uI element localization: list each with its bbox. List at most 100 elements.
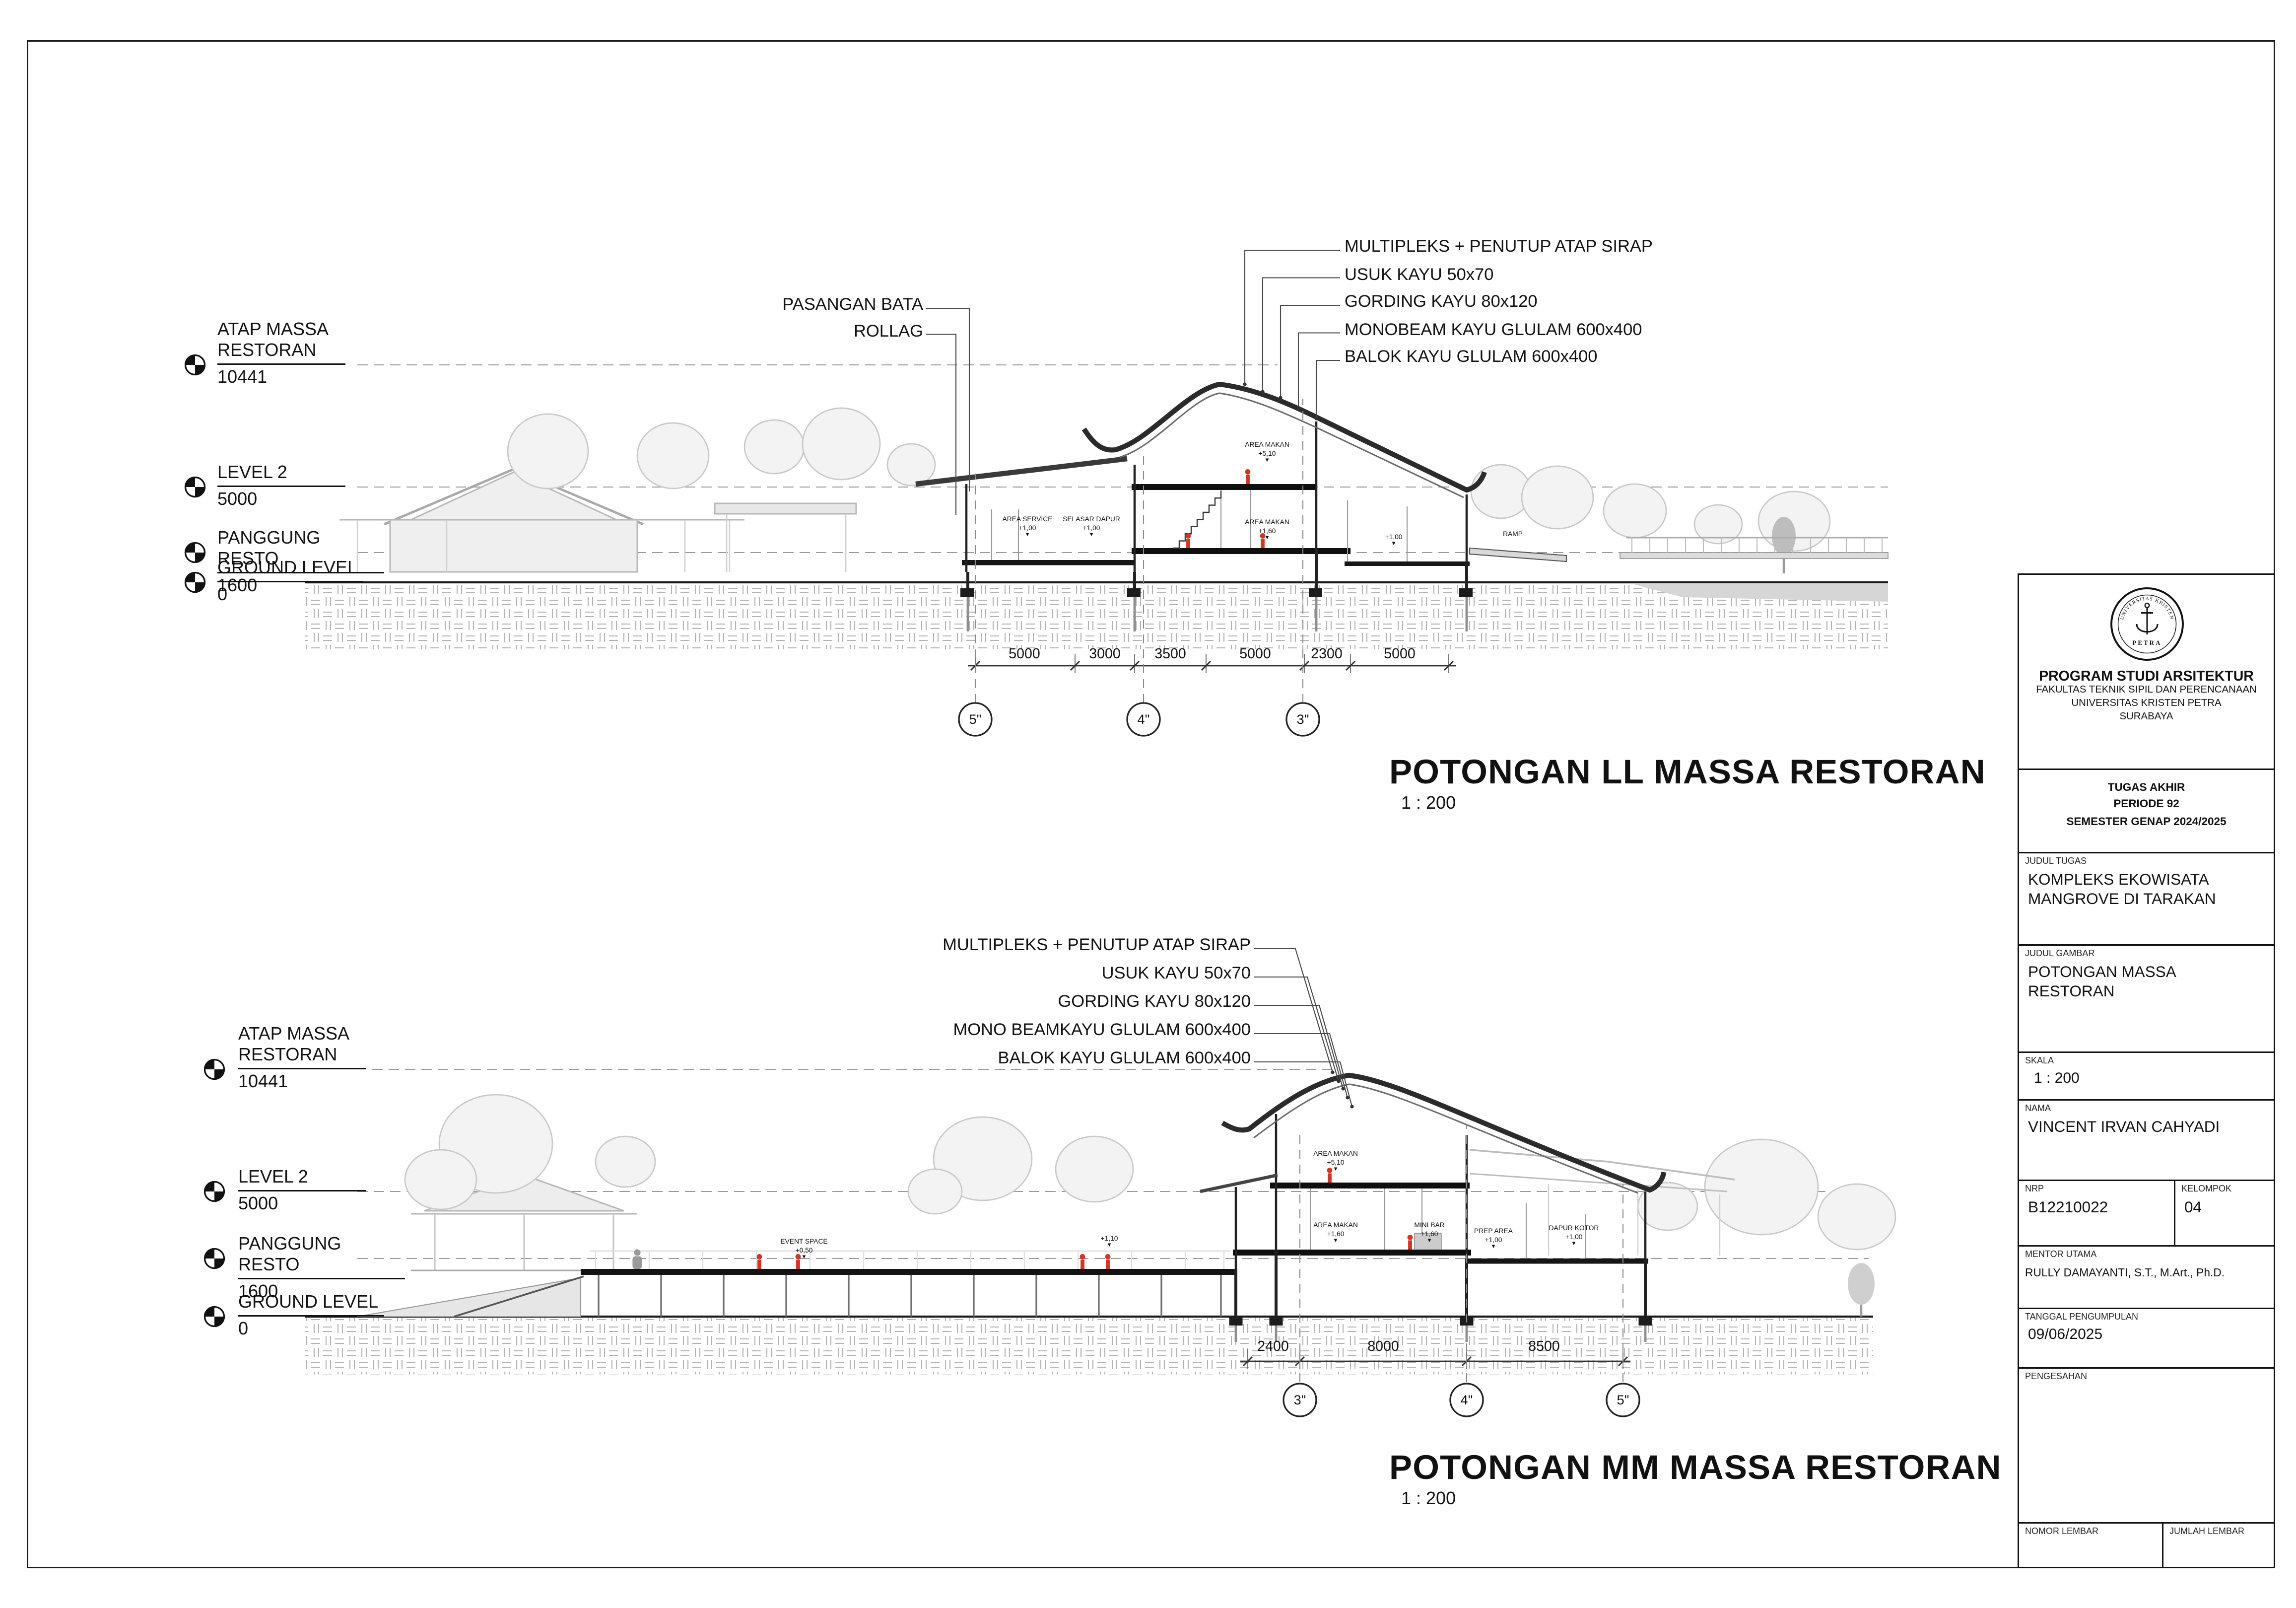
elevation-marker-icon <box>1059 533 1124 539</box>
elevation-marker-icon <box>1303 1168 1368 1173</box>
dimension-value: 5000 <box>1239 646 1271 663</box>
room-name: AREA SERVICE <box>1002 515 1053 523</box>
level-label: PANGGUNG RESTO <box>217 528 384 573</box>
drawing-title: POTONGAN MASSA RESTORAN <box>2028 963 2175 1001</box>
room-elevation: +1,60 <box>1258 527 1276 535</box>
ground-hatch <box>305 583 1888 649</box>
level-marker-panggung: PANGGUNG RESTO 1600 <box>238 1234 405 1302</box>
jumlah-lembar-cell: JUMLAH LEMBAR <box>2162 1524 2274 1567</box>
elevation-marker-icon <box>1461 1245 1526 1251</box>
project-title: KOMPLEKS EKOWISATA MANGROVE DI TARAKAN <box>2028 870 2216 909</box>
university-name: UNIVERSITAS KRISTEN PETRA <box>2071 698 2222 709</box>
titleblock-institution: UNIVERSITAS KRISTEN PETRA PROGRAM STUDI … <box>2019 575 2274 770</box>
room-label: SELASAR DAPUR +1,00 <box>1059 515 1124 539</box>
room-label: MINI BAR +1,60 <box>1397 1221 1462 1245</box>
level-marker-atap: ATAP MASSA RESTORAN 10441 <box>217 319 345 388</box>
scale-value: 1 : 200 <box>2034 1070 2080 1087</box>
level-value: 10441 <box>217 366 268 388</box>
dimension-value: 3000 <box>1089 646 1121 663</box>
field-label: JUMLAH LEMBAR <box>2169 1527 2245 1537</box>
room-elevation: +1,00 <box>1082 524 1100 532</box>
grid-lines <box>958 399 1320 737</box>
dimension-value: 2300 <box>1311 646 1343 663</box>
main-roof <box>1221 1072 1667 1193</box>
background-buildings <box>339 468 857 573</box>
room-name: DAPUR KOTOR <box>1549 1224 1599 1232</box>
level-marker-ground: GROUND LEVEL 0 <box>217 558 363 605</box>
level-label: GROUND LEVEL <box>238 1292 384 1317</box>
level-value: 1600 <box>217 575 258 596</box>
crest-anchor-glyph <box>2135 608 2158 634</box>
room-elevation: +1,00 <box>1018 524 1036 532</box>
room-name: MINI BAR <box>1414 1221 1445 1229</box>
field-label: PENGESAHAN <box>2025 1372 2088 1382</box>
room-name: AREA MAKAN <box>1313 1150 1358 1157</box>
titleblock-mentor: MENTOR UTAMA RULLY DAMAYANTI, S.T., M.Ar… <box>2019 1247 2274 1309</box>
room-name: SELASAR DAPUR <box>1063 515 1120 523</box>
room-label: +1,00 <box>1361 533 1426 548</box>
room-elevation: +0,50 <box>795 1246 813 1254</box>
level-label: LEVEL 2 <box>238 1167 366 1191</box>
background-pavilion <box>411 1174 640 1271</box>
roof-callout: MONOBEAM KAYU GLULAM 600x400 <box>1345 321 1642 339</box>
level-marker-level2: LEVEL 2 5000 <box>217 462 345 510</box>
event-deck <box>581 1250 1236 1317</box>
course-line: SEMESTER GENAP 2024/2025 <box>2066 814 2227 828</box>
field-label: TANGGAL PENGUMPULAN <box>2025 1313 2139 1322</box>
wall-callout: PASANGAN BATA <box>782 296 923 314</box>
leader-dots <box>1331 1070 1354 1109</box>
elevation-marker-icon <box>1303 1239 1368 1245</box>
elevation-marker-icon <box>1361 542 1426 548</box>
left-roof <box>915 456 1128 487</box>
section-scale: 1 : 200 <box>1401 792 1456 813</box>
dimension-value: 8500 <box>1528 1339 1560 1355</box>
trees <box>507 407 1831 552</box>
field-label: KELOMPOK <box>2181 1185 2232 1194</box>
boardwalk <box>1620 537 1889 602</box>
grid-bubble-label: 3" <box>1296 711 1309 726</box>
elevation-marker-icon <box>1234 459 1300 464</box>
roof-callout: MULTIPLEKS + PENUTUP ATAP SIRAP <box>1345 238 1653 256</box>
field-label: JUDUL GAMBAR <box>2025 949 2095 959</box>
nomor-lembar-cell: NOMOR LEMBAR <box>2019 1524 2162 1567</box>
elevation-marker-icon <box>1234 536 1300 542</box>
grid-bubble-label: 5" <box>969 711 982 726</box>
field-label: JUDUL TUGAS <box>2025 857 2087 866</box>
course-line: PERIODE 92 <box>2113 797 2179 811</box>
grid-bubble <box>1283 1383 1317 1417</box>
dark-tree <box>1848 1263 1875 1317</box>
university-crest-icon: UNIVERSITAS KRISTEN PETRA <box>2109 587 2183 661</box>
level-label: PANGGUNG RESTO <box>238 1234 405 1279</box>
leader-lines <box>926 249 1340 515</box>
grid-bubble-label: 5" <box>1617 1392 1629 1407</box>
titleblock-pengesahan: PENGESAHAN <box>2019 1369 2274 1524</box>
section-title: POTONGAN LL MASSA RESTORAN <box>1389 752 1986 791</box>
level-marker-atap: ATAP MASSA RESTORAN 10441 <box>238 1024 366 1092</box>
room-name: RAMP <box>1503 530 1523 538</box>
titleblock-course: TUGAS AKHIR PERIODE 92 SEMESTER GENAP 20… <box>2019 770 2274 853</box>
dimension-value: 2400 <box>1257 1339 1289 1355</box>
level-value: 10441 <box>238 1071 288 1092</box>
titleblock-tanggal: TANGGAL PENGUMPULAN 09/06/2025 <box>2019 1309 2274 1369</box>
room-elevation: +1,10 <box>1100 1235 1118 1242</box>
field-label: NOMOR LEMBAR <box>2025 1527 2099 1537</box>
roof-callout: MONO BEAMKAYU GLULAM 600x400 <box>953 1022 1251 1040</box>
trees <box>404 1094 1896 1251</box>
roof-callout: USUK KAYU 50x70 <box>1101 965 1251 983</box>
room-elevation: +1,60 <box>1327 1230 1345 1238</box>
mentor-name: RULLY DAMAYANTI, S.T., M.Art., Ph.D. <box>2025 1265 2225 1279</box>
section-MM-graphics <box>203 948 1896 1417</box>
section-LL-graphics <box>184 249 1889 737</box>
faculty-name: FAKULTAS TEKNIK SIPIL DAN PERENCANAAN <box>2036 685 2257 696</box>
level-marker-ground: GROUND LEVEL 0 <box>238 1292 384 1339</box>
field-label: MENTOR UTAMA <box>2025 1250 2097 1259</box>
level-label: GROUND LEVEL <box>217 558 363 582</box>
room-label: PREP AREA +1,00 <box>1461 1227 1526 1251</box>
elevation-marker-icon <box>1541 1242 1607 1248</box>
level-marker-panggung: PANGGUNG RESTO 1600 <box>217 528 384 596</box>
titleblock-lembar: NOMOR LEMBAR JUMLAH LEMBAR <box>2019 1524 2274 1567</box>
grid-lines <box>1283 1124 1640 1417</box>
grid-bubble <box>958 702 993 737</box>
